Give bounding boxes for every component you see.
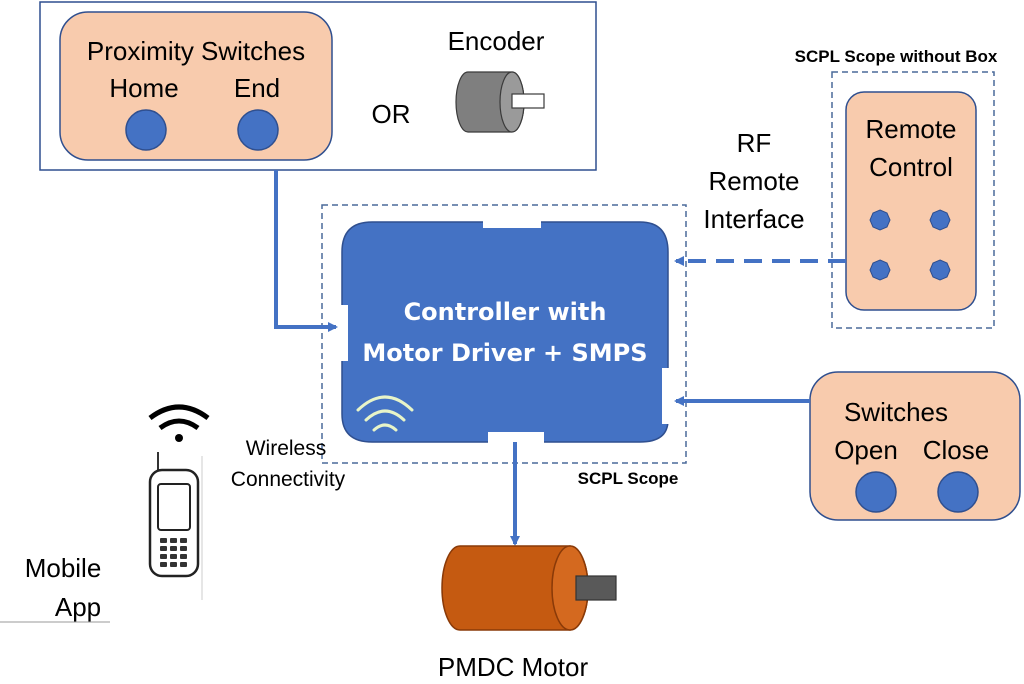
controller-scope-box <box>321 204 687 464</box>
controller-scope-label: SCPL Scope <box>578 469 679 488</box>
remote-button-4 <box>929 259 951 281</box>
end-label: End <box>234 73 280 103</box>
encoder-icon <box>455 71 545 133</box>
controller-label-line2: Motor Driver + SMPS <box>362 339 647 367</box>
remote-scope-label: SCPL Scope without Box <box>795 47 998 66</box>
open-button <box>855 471 897 513</box>
close-button <box>937 471 979 513</box>
pmdc-motor-icon <box>441 545 617 631</box>
switches-title: Switches <box>844 397 948 427</box>
remote-scope-box <box>831 71 995 329</box>
motor-label: PMDC Motor <box>438 652 589 682</box>
mobile-line1: Mobile <box>25 553 102 583</box>
wifi-icon <box>356 395 414 432</box>
wireless-line2: Connectivity <box>231 468 346 491</box>
rf-line3: Interface <box>703 204 804 234</box>
proximity-title: Proximity Switches <box>87 36 305 66</box>
remote-button-1 <box>869 209 891 231</box>
home-label: Home <box>109 73 178 103</box>
remote-label-line1: Remote <box>865 114 956 144</box>
remote-button-2 <box>929 209 951 231</box>
controller-block: Controller with Motor Driver + SMPS <box>338 216 672 444</box>
mobile-line2: App <box>55 592 101 622</box>
or-label: OR <box>372 99 411 129</box>
wireless-line1: Wireless <box>246 437 327 460</box>
sensor-to-controller-arrow <box>274 170 338 332</box>
signal-icon <box>148 404 210 442</box>
controller-label-line1: Controller with <box>404 298 607 326</box>
mobile-phone-icon <box>148 452 200 578</box>
remote-label-line2: Control <box>869 152 953 182</box>
remote-button-3 <box>869 259 891 281</box>
encoder-label: Encoder <box>448 26 545 56</box>
switches-panel: Switches Open Close <box>809 371 1021 521</box>
remote-control: Remote Control <box>845 91 977 311</box>
end-button <box>237 109 279 151</box>
open-label: Open <box>834 435 898 465</box>
rf-line1: RF <box>737 128 772 158</box>
close-label: Close <box>923 435 989 465</box>
proximity-switches-panel: Proximity Switches Home End <box>59 11 333 161</box>
rf-line2: Remote <box>708 166 799 196</box>
home-button <box>125 109 167 151</box>
